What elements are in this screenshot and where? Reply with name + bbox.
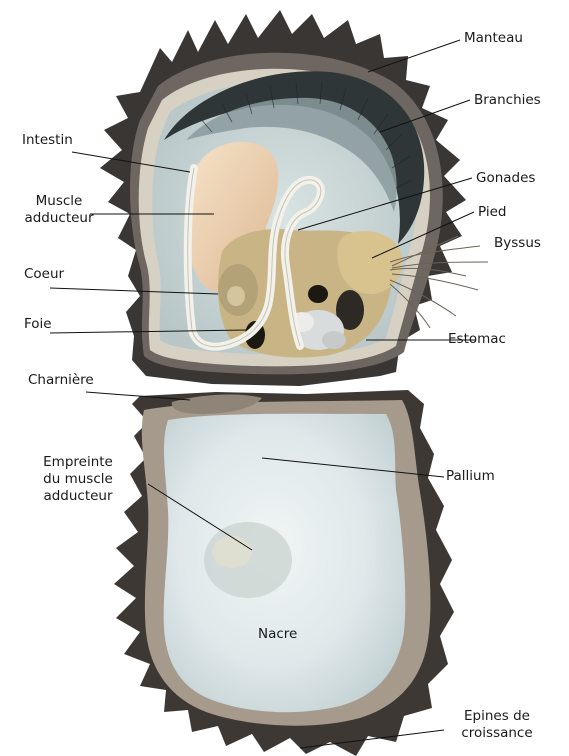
label-muscle-adducteur: Muscle adducteur — [20, 193, 98, 227]
liver-spot-2 — [308, 285, 328, 303]
label-manteau: Manteau — [464, 30, 523, 47]
label-charniere: Charnière — [28, 372, 94, 389]
label-intestin: Intestin — [22, 132, 73, 149]
label-foie: Foie — [24, 316, 52, 333]
label-coeur: Coeur — [24, 266, 64, 283]
lower-valve — [114, 390, 454, 756]
upper-valve — [100, 10, 488, 386]
label-pied: Pied — [478, 204, 506, 221]
label-byssus: Byssus — [494, 235, 541, 252]
label-empreinte: Empreinte du muscle adducteur — [26, 454, 130, 505]
label-branchies: Branchies — [474, 92, 541, 109]
label-gonades: Gonades — [476, 170, 535, 187]
label-estomac: Estomac — [448, 331, 506, 348]
label-nacre: Nacre — [258, 626, 297, 643]
label-epines: Epines de croissance — [444, 708, 550, 742]
label-pallium: Pallium — [446, 468, 495, 485]
